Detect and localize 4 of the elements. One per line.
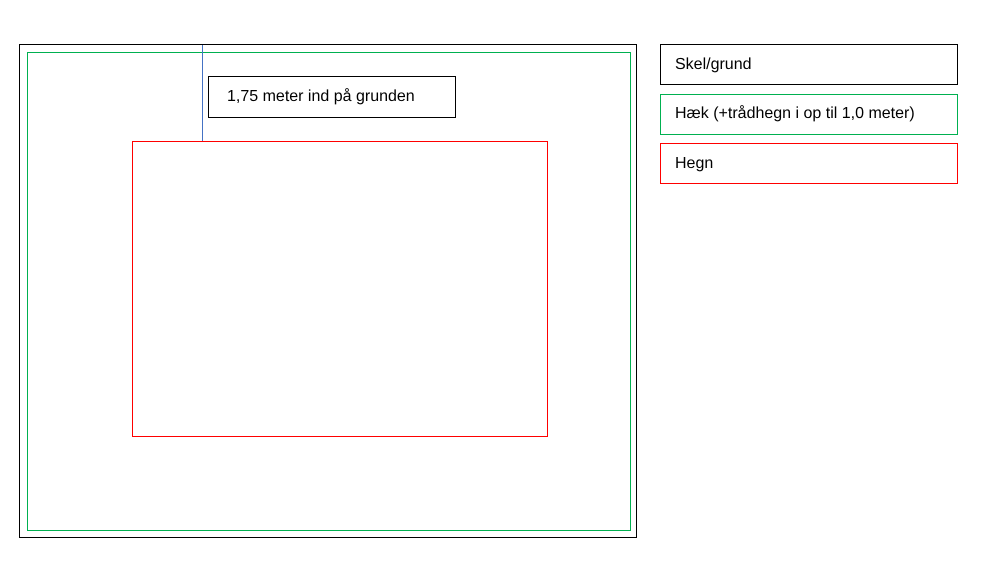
legend-text: Skel/grund [675, 56, 752, 74]
legend-text: Hæk (+trådhegn i op til 1,0 meter) [675, 105, 915, 123]
legend-text: Hegn [675, 154, 714, 172]
dimension-label: 1,75 meter ind på grunden [208, 76, 456, 118]
